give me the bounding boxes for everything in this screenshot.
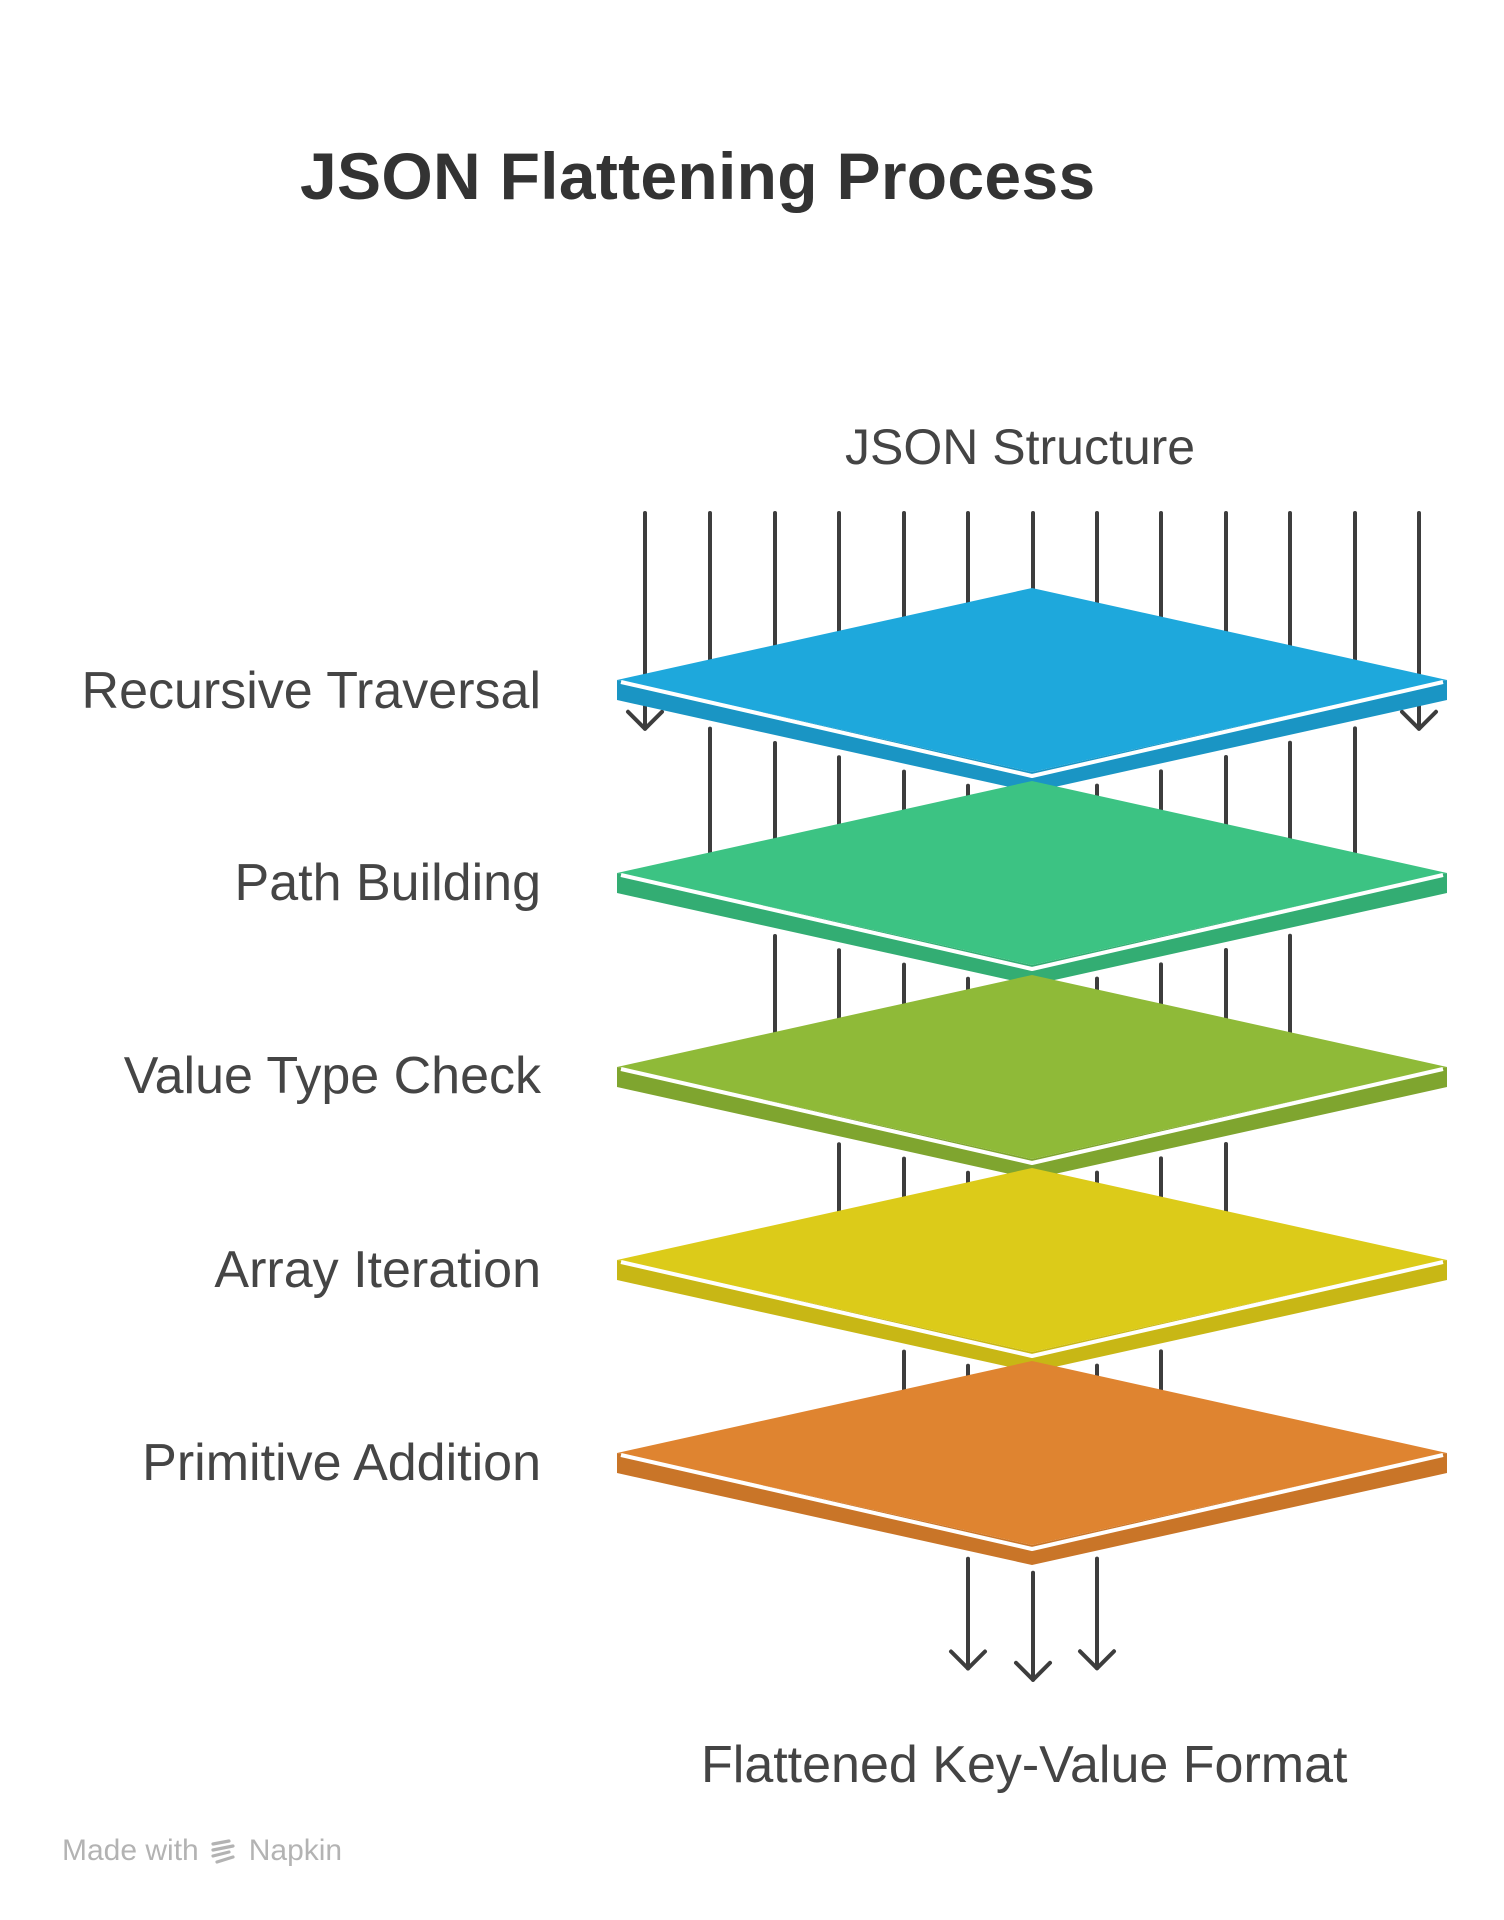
down-arrow-icon [1014,1570,1052,1682]
layer-plate-array-iteration [617,1168,1447,1372]
plate-highlight [620,1453,1444,1551]
plate-side [617,1453,1447,1565]
layer-label-recursive-traversal: Recursive Traversal [81,662,541,720]
layer-plate-path-building [617,781,1447,985]
plate-side [617,873,1447,985]
plate-highlight [620,1260,1444,1358]
layer-plate-value-type-check [617,975,1447,1179]
layer-plate-primitive-addition [617,1361,1447,1565]
footer-brand: Napkin [248,1834,343,1867]
plate-top [617,975,1447,1159]
plate-top [617,781,1447,965]
output-label: Flattened Key-Value Format [701,1736,1348,1794]
plate-side [617,680,1447,792]
plate-highlight [620,1067,1444,1165]
down-arrow-icon [1078,1556,1116,1671]
plate-top [617,588,1447,772]
layer-label-value-type-check: Value Type Check [123,1047,541,1105]
plate-side [617,1067,1447,1179]
layer-label-array-iteration: Array Iteration [214,1241,541,1299]
made-with-napkin-badge: Made with Napkin [62,1834,342,1868]
plate-highlight [620,680,1444,778]
plate-highlight [620,873,1444,971]
plate-side [617,1260,1447,1372]
plate-top [617,1168,1447,1352]
page-title: JSON Flattening Process [300,139,1096,213]
output-arrows [949,1556,1116,1682]
down-arrow-icon [949,1556,987,1671]
plate-top [617,1361,1447,1545]
footer-prefix: Made with [62,1834,199,1867]
layer-label-primitive-addition: Primitive Addition [142,1434,541,1492]
layer-label-path-building: Path Building [234,854,541,912]
layer-plate-recursive-traversal [617,588,1447,792]
napkin-logo-icon [211,1839,235,1864]
input-label: JSON Structure [845,419,1196,475]
